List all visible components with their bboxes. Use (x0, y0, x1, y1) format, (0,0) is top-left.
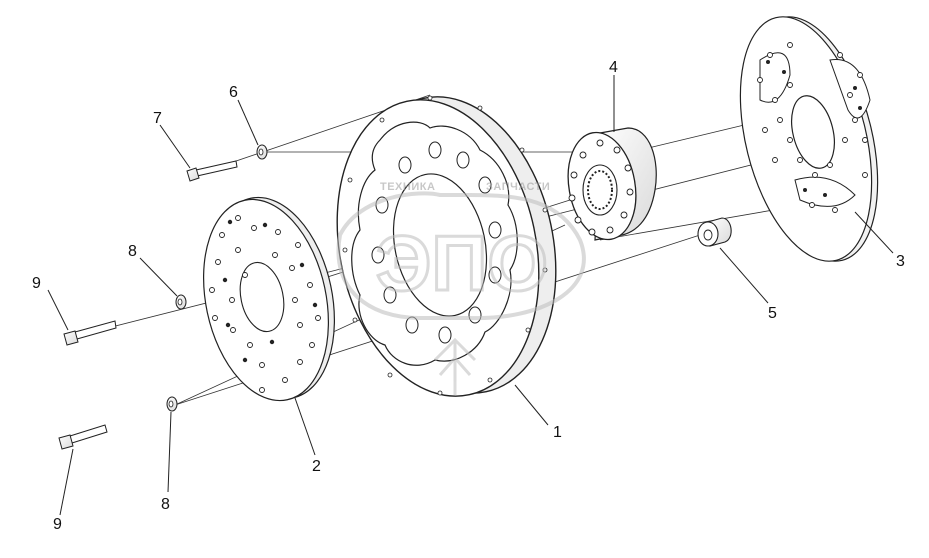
callout-6: 6 (229, 84, 238, 101)
callout-9-upper: 9 (32, 275, 41, 292)
part-3-plate (739, 16, 879, 262)
callout-8-upper: 8 (128, 243, 137, 260)
callout-5: 5 (768, 305, 777, 322)
part-6-washer (256, 144, 268, 160)
leader-lines (47, 75, 894, 516)
watermark-text-left: ТЕХНИКА (380, 181, 435, 193)
callout-3: 3 (896, 253, 905, 270)
watermark-logo: ТЕХНИКА ЗАПЧАСТИ ЭПО (336, 181, 586, 395)
part-8-washer-lower (166, 396, 178, 412)
callout-9-lower: 9 (53, 516, 62, 533)
watermark-text-right: ЗАПЧАСТИ (486, 181, 550, 193)
watermark-logo-text: ЭПО (376, 219, 548, 307)
part-5-bushing (697, 217, 732, 247)
part-7-bolt (186, 160, 238, 182)
part-8-washer-upper (175, 294, 187, 310)
callout-4: 4 (609, 59, 618, 76)
part-2-plate (202, 196, 336, 402)
part-4-coupling (567, 127, 657, 241)
callout-8-lower: 8 (161, 496, 170, 513)
callout-7: 7 (153, 110, 162, 127)
callout-2: 2 (312, 458, 321, 475)
callout-1: 1 (553, 424, 562, 441)
part-9-bolt-lower (58, 424, 108, 450)
part-9-bolt-upper (63, 320, 117, 346)
